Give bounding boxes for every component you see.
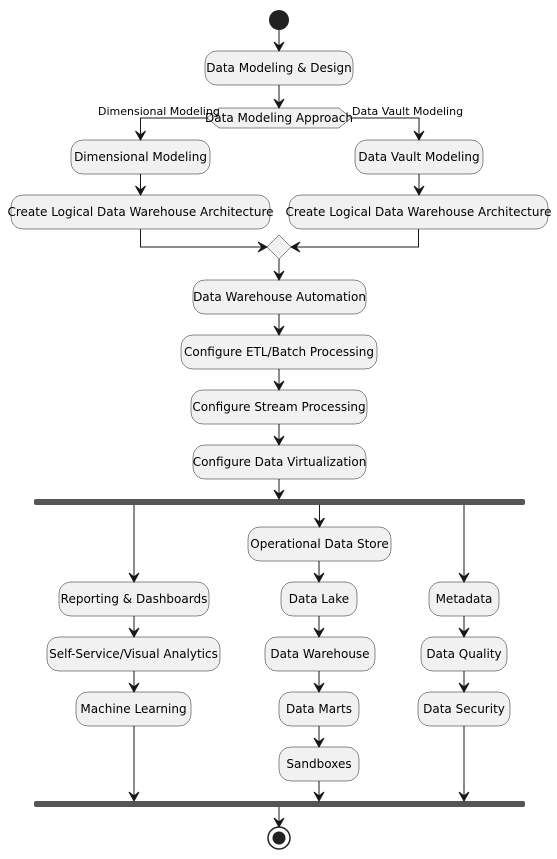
arrowhead — [413, 185, 425, 197]
node-label: Create Logical Data Warehouse Architectu… — [8, 205, 274, 219]
arrowhead — [458, 627, 470, 639]
node-label: Data Vault Modeling — [358, 150, 479, 164]
arrowhead — [313, 791, 325, 803]
arrowhead — [273, 41, 285, 53]
node-reporting-dashboards: Reporting & Dashboards — [58, 581, 210, 617]
arrowhead — [273, 489, 285, 501]
node-label: Configure ETL/Batch Processing — [184, 345, 374, 359]
node-label: Reporting & Dashboards — [61, 592, 208, 606]
node-data-quality: Data Quality — [420, 636, 508, 672]
branch-label-left: Dimensional Modeling — [98, 105, 220, 118]
node-metadata: Metadata — [428, 581, 500, 617]
arrowhead — [314, 517, 325, 529]
node-label: Data Marts — [286, 702, 352, 716]
node-data-modeling-design: Data Modeling & Design — [204, 50, 354, 86]
node-data-lake: Data Lake — [280, 581, 358, 617]
node-data-security: Data Security — [417, 691, 511, 727]
node-label: Data Warehouse — [270, 647, 369, 661]
arrowhead — [313, 627, 325, 639]
arrowhead — [313, 682, 325, 694]
edge-merge-left — [140, 229, 267, 248]
decision-label: Data Modeling Approach — [205, 111, 353, 125]
node-configure-virtualization: Configure Data Virtualization — [193, 444, 367, 480]
node-logical-architecture-left: Create Logical Data Warehouse Architectu… — [8, 194, 274, 230]
arrowhead — [135, 130, 146, 142]
fork-bar — [34, 499, 525, 505]
node-configure-stream: Configure Stream Processing — [190, 389, 368, 425]
node-dimensional-modeling: Dimensional Modeling — [70, 139, 211, 175]
node-data-marts: Data Marts — [278, 691, 360, 727]
arrowhead — [273, 435, 285, 447]
node-label: Metadata — [436, 592, 493, 606]
node-data-warehouse-automation: Data Warehouse Automation — [192, 279, 367, 315]
arrowhead — [273, 270, 285, 282]
node-label: Self-Service/Visual Analytics — [49, 647, 218, 661]
merge-diamond — [266, 234, 292, 260]
node-label: Sandboxes — [286, 757, 351, 771]
start-node — [269, 10, 289, 30]
arrowhead — [273, 380, 285, 392]
node-configure-etl: Configure ETL/Batch Processing — [180, 334, 378, 370]
node-data-warehouse: Data Warehouse — [264, 636, 376, 672]
arrowhead — [257, 241, 269, 253]
arrowhead — [458, 791, 470, 803]
node-logical-architecture-right: Create Logical Data Warehouse Architectu… — [286, 194, 552, 230]
decision-data-modeling-approach: Data Modeling Approach — [205, 107, 353, 129]
arrowhead — [289, 241, 301, 253]
join-bar — [34, 801, 525, 807]
node-data-vault-modeling: Data Vault Modeling — [354, 139, 484, 175]
edge-branch-right — [351, 117, 420, 140]
arrowhead — [313, 572, 325, 584]
arrowhead — [273, 817, 285, 829]
node-label: Data Modeling & Design — [206, 61, 351, 75]
arrowhead — [458, 572, 470, 584]
arrowhead — [128, 682, 140, 694]
node-label: Configure Data Virtualization — [193, 455, 367, 469]
node-label: Dimensional Modeling — [74, 150, 207, 164]
node-label: Operational Data Store — [250, 537, 388, 551]
node-label: Configure Stream Processing — [192, 400, 365, 414]
arrowhead — [458, 682, 470, 694]
node-self-service-analytics: Self-Service/Visual Analytics — [46, 636, 221, 672]
node-operational-data-store: Operational Data Store — [247, 526, 392, 562]
node-label: Data Lake — [289, 592, 349, 606]
arrowhead — [273, 325, 285, 337]
node-label: Data Warehouse Automation — [193, 290, 366, 304]
arrowhead — [135, 185, 146, 197]
arrowhead — [313, 737, 325, 749]
node-label: Data Quality — [426, 647, 501, 661]
edge-branch-left — [140, 117, 207, 140]
node-label: Create Logical Data Warehouse Architectu… — [286, 205, 552, 219]
node-label: Data Security — [423, 702, 505, 716]
node-machine-learning: Machine Learning — [75, 691, 192, 727]
edge-merge-right — [291, 229, 419, 248]
arrowhead — [273, 98, 285, 110]
branch-label-right: Data Vault Modeling — [352, 105, 463, 118]
edges — [128, 30, 470, 829]
arrowhead — [128, 572, 140, 584]
end-node — [267, 826, 291, 850]
node-sandboxes: Sandboxes — [278, 746, 360, 782]
node-label: Machine Learning — [80, 702, 186, 716]
arrowhead — [413, 130, 425, 142]
arrowhead — [128, 791, 140, 803]
arrowhead — [128, 627, 140, 639]
